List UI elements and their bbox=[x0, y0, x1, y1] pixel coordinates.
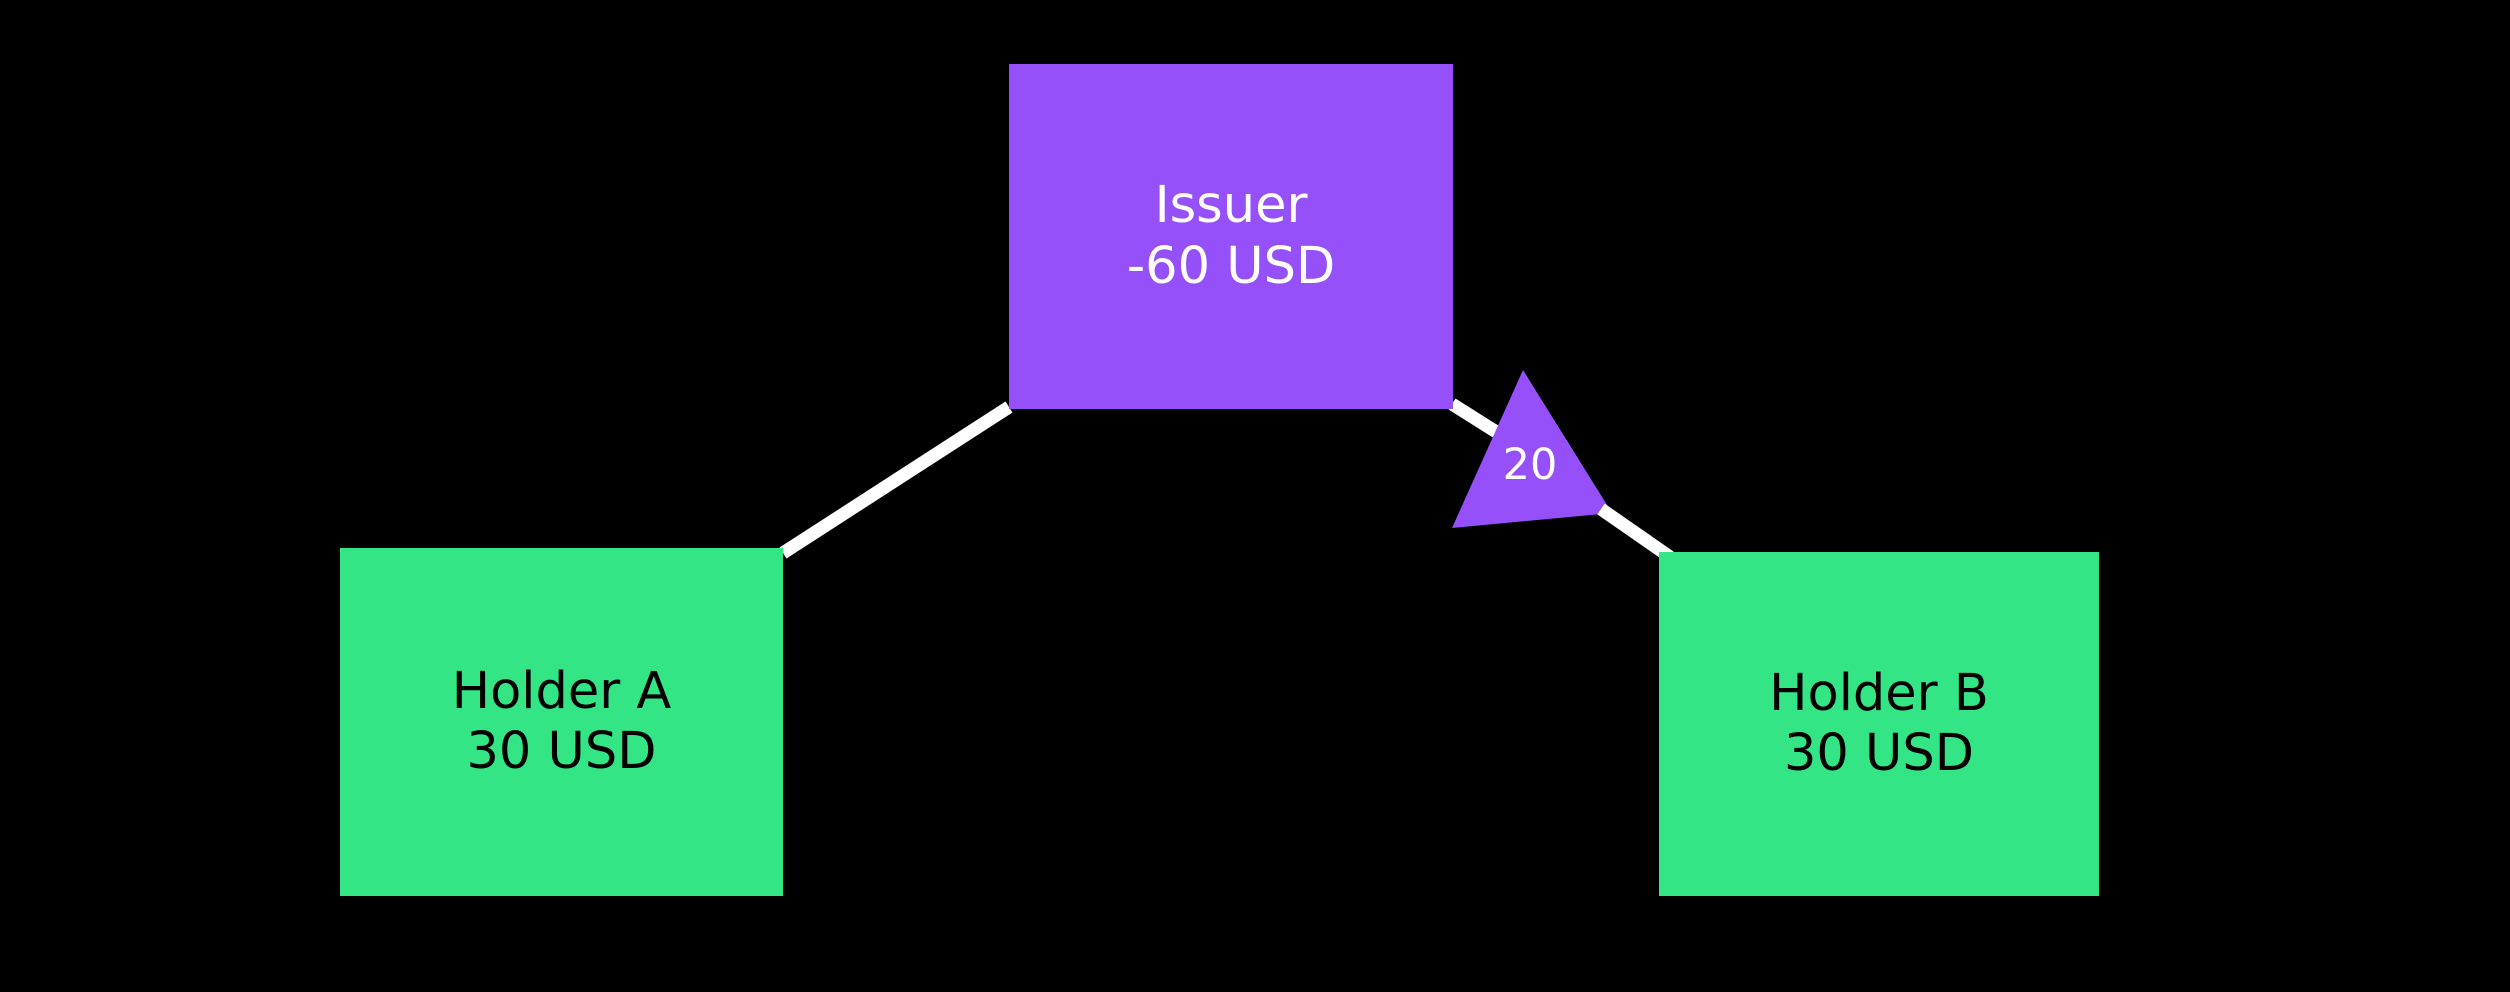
node-issuer[interactable]: Issuer -60 USD bbox=[1009, 64, 1453, 409]
node-holder-a[interactable]: Holder A 30 USD bbox=[340, 548, 783, 896]
edge-marker-to-holder-b bbox=[1597, 503, 1674, 563]
node-holder-b-amount: 30 USD bbox=[1783, 724, 1975, 783]
node-holder-a-title: Holder A bbox=[451, 661, 672, 721]
edge-amount-marker-triangle bbox=[1452, 370, 1612, 528]
edge-issuer-to-holder-a bbox=[779, 401, 1013, 559]
node-issuer-amount: -60 USD bbox=[1126, 236, 1336, 296]
node-issuer-title: Issuer bbox=[1154, 176, 1308, 236]
node-holder-a-amount: 30 USD bbox=[466, 722, 657, 781]
node-holder-b[interactable]: Holder B 30 USD bbox=[1659, 552, 2099, 896]
node-holder-b-title: Holder B bbox=[1769, 663, 1989, 723]
